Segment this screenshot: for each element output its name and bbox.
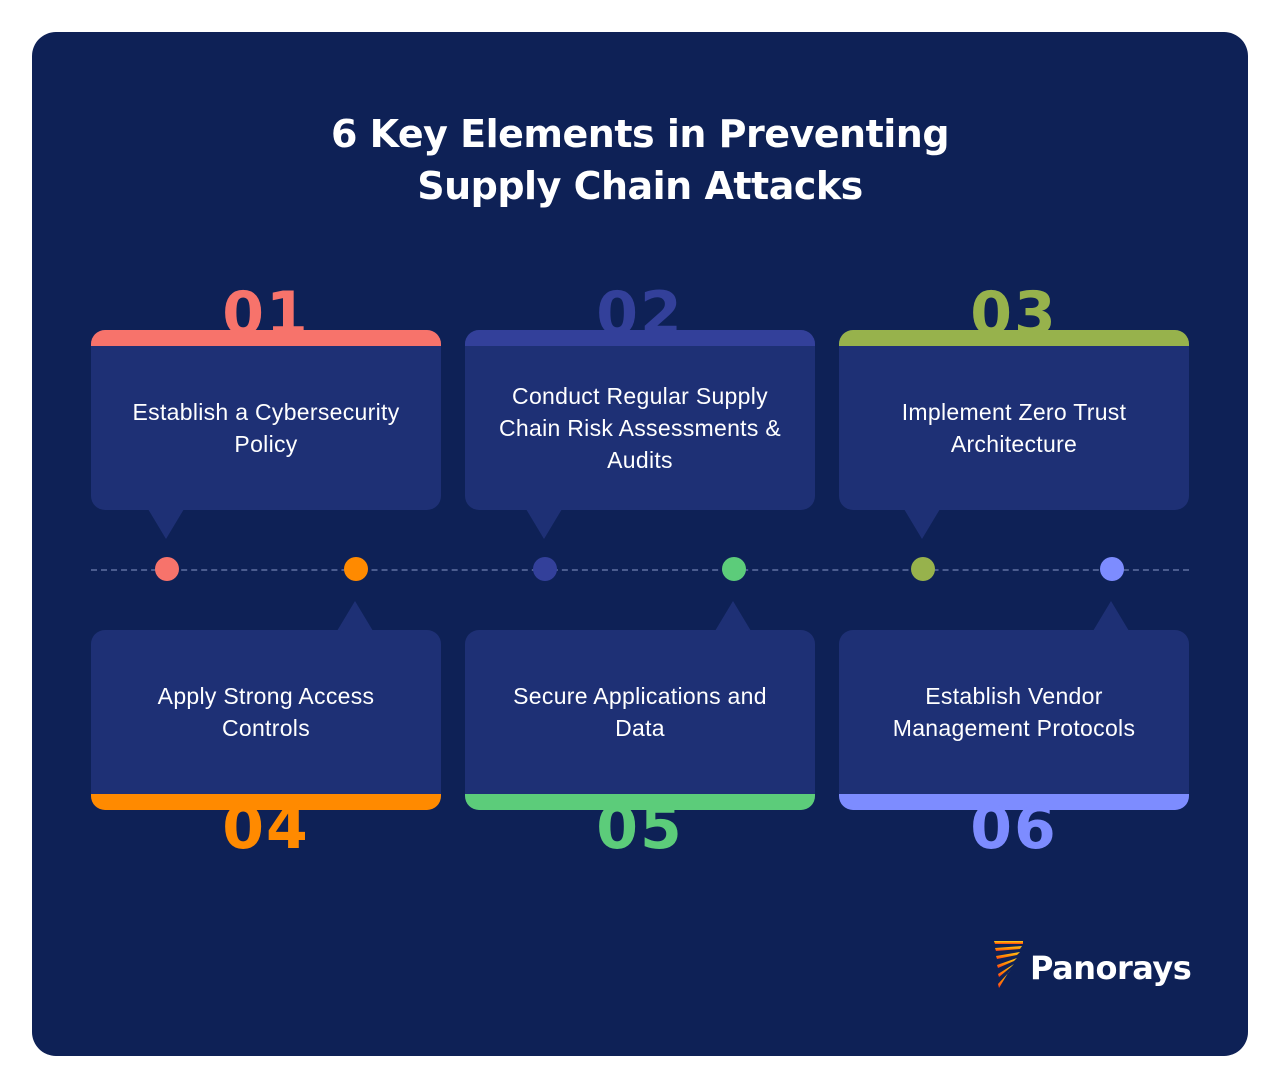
step-card-03-text: Implement Zero Trust Architecture — [901, 399, 1127, 457]
step-number-06: 06 — [839, 800, 1189, 860]
panorays-logo-icon — [994, 941, 1023, 988]
step-card-01-accent-bar — [91, 330, 441, 346]
step-card-06-pointer — [1093, 601, 1129, 631]
step-card-02: Conduct Regular Supply Chain Risk Assess… — [465, 330, 815, 510]
step-card-04-accent-bar — [91, 794, 441, 810]
step-card-05-text: Secure Applications and Data — [513, 683, 767, 741]
step-number-05-text: 05 — [596, 800, 684, 860]
panorays-logo: Panorays — [990, 938, 1192, 998]
step-card-03-pointer — [904, 509, 940, 539]
timeline-dot-04 — [344, 557, 368, 581]
title-line-2: Supply Chain Attacks — [417, 164, 863, 208]
step-card-04: Apply Strong Access Controls — [91, 630, 441, 810]
step-number-06-text: 06 — [970, 800, 1058, 860]
step-card-02-accent-bar — [465, 330, 815, 346]
step-card-05: Secure Applications and Data — [465, 630, 815, 810]
timeline-dot-05 — [722, 557, 746, 581]
step-card-04-text: Apply Strong Access Controls — [157, 683, 375, 741]
step-card-02-pointer — [526, 509, 562, 539]
page-title: 6 Key Elements in Preventing Supply Chai… — [0, 108, 1280, 212]
step-card-03: Implement Zero Trust Architecture — [839, 330, 1189, 510]
step-card-05-accent-bar — [465, 794, 815, 810]
panorays-logo-text: Panorays — [1030, 949, 1192, 987]
step-card-01-text: Establish a Cybersecurity Policy — [132, 399, 400, 457]
title-line-1: 6 Key Elements in Preventing — [330, 112, 950, 156]
timeline-dot-02 — [533, 557, 557, 581]
step-card-01-pointer — [148, 509, 184, 539]
timeline-dot-01 — [155, 557, 179, 581]
timeline-line — [91, 569, 1189, 571]
infographic-panel — [32, 32, 1248, 1056]
step-card-05-pointer — [715, 601, 751, 631]
timeline-dot-06 — [1100, 557, 1124, 581]
timeline-dot-03 — [911, 557, 935, 581]
step-card-04-pointer — [337, 601, 373, 631]
step-number-04-text: 04 — [222, 800, 310, 860]
step-card-06: Establish Vendor Management Protocols — [839, 630, 1189, 810]
step-number-05: 05 — [465, 800, 815, 860]
step-number-04: 04 — [91, 800, 441, 860]
step-card-06-text: Establish Vendor Management Protocols — [892, 683, 1136, 741]
step-card-03-accent-bar — [839, 330, 1189, 346]
step-card-06-accent-bar — [839, 794, 1189, 810]
step-card-02-text: Conduct Regular Supply Chain Risk Assess… — [498, 383, 782, 473]
step-card-01: Establish a Cybersecurity Policy — [91, 330, 441, 510]
